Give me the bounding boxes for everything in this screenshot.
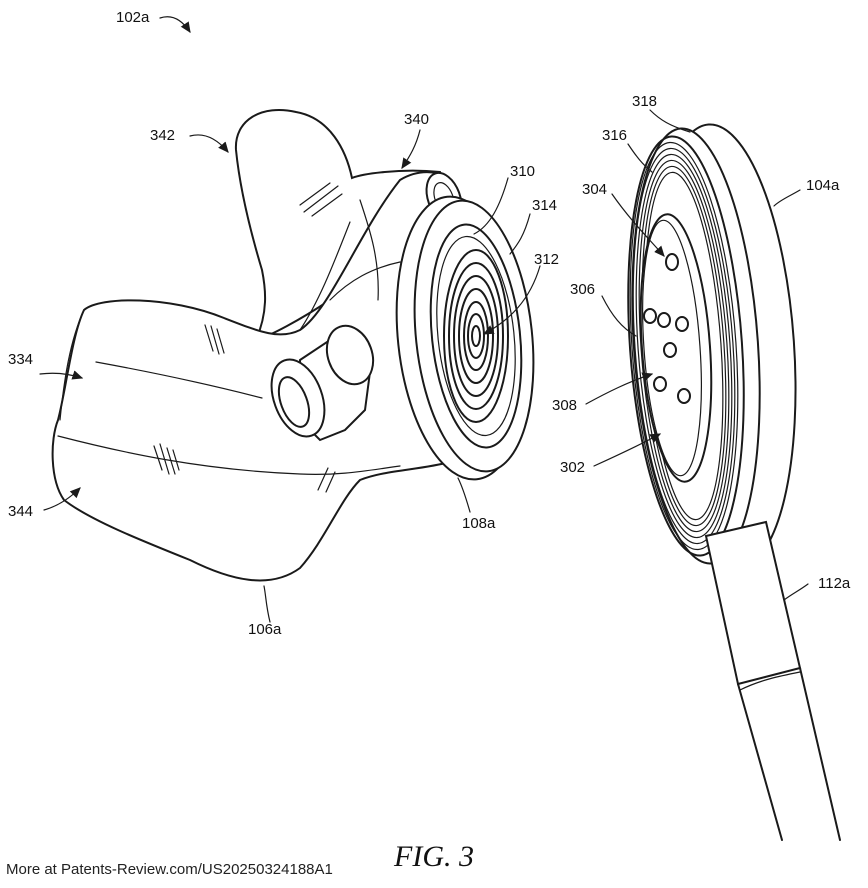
label-310: 310 <box>510 163 536 180</box>
label-112a: 112a <box>818 575 851 592</box>
pogo-pins <box>643 253 691 404</box>
concentric-contact-rings <box>443 249 509 423</box>
label-344: 344 <box>8 503 34 520</box>
label-106a: 106a <box>248 621 282 638</box>
figure-caption: FIG. 3 <box>394 840 474 873</box>
cable <box>704 520 841 841</box>
label-318: 318 <box>632 93 658 110</box>
earbud-body <box>51 109 463 582</box>
label-308: 308 <box>552 397 578 414</box>
label-108a: 108a <box>462 515 496 532</box>
label-304: 304 <box>582 181 608 198</box>
label-314: 314 <box>532 197 558 214</box>
label-104a: 104a <box>806 177 840 194</box>
source-footer[interactable]: More at Patents-Review.com/US20250324188… <box>6 861 333 878</box>
earbud-connector-face <box>395 195 535 481</box>
label-312: 312 <box>534 251 560 268</box>
charger-puck <box>627 123 841 841</box>
label-102a: 102a <box>116 9 150 26</box>
label-342: 342 <box>150 127 176 144</box>
label-306: 306 <box>570 281 596 298</box>
label-334: 334 <box>8 351 34 368</box>
earbud-shell <box>51 171 457 582</box>
leader-lines <box>39 16 809 623</box>
label-316: 316 <box>602 127 628 144</box>
label-340: 340 <box>404 111 430 128</box>
label-302: 302 <box>560 459 586 476</box>
earbud-stem <box>270 324 375 442</box>
